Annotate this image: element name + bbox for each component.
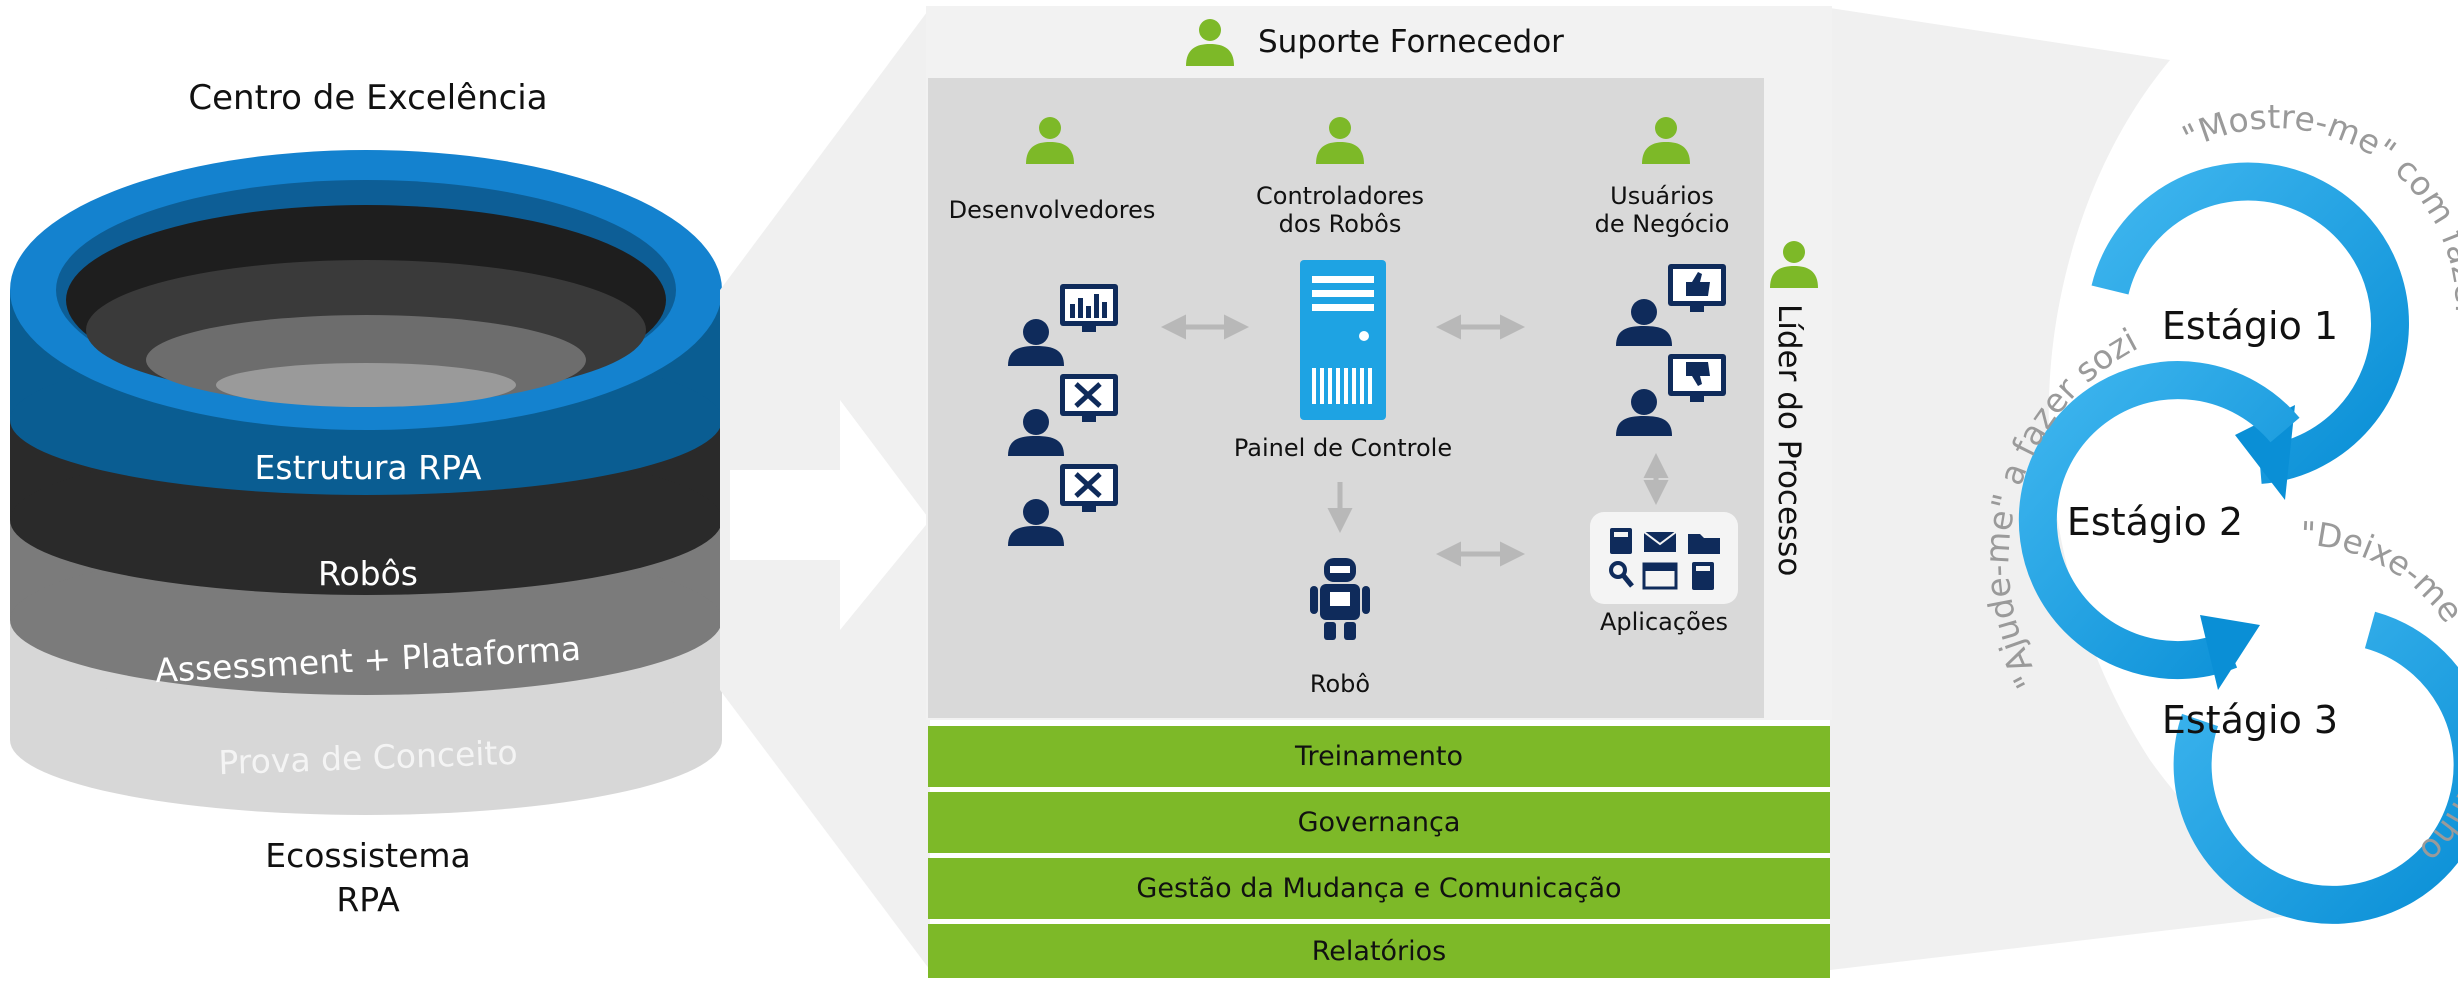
desenvolvedores-label: Desenvolvedores [948, 196, 1156, 224]
developer-tools-monitor-icon-2 [1008, 464, 1118, 546]
controladores-label-1: Controladores [1256, 182, 1424, 210]
controllers-person-icon [1316, 117, 1364, 164]
developers-icons [1008, 284, 1118, 546]
robos-label: Robôs [318, 554, 418, 593]
estagio-1-label: Estágio 1 [2161, 304, 2339, 348]
usuarios-label-1: Usuários [1610, 182, 1714, 210]
stage-3-ring [2173, 611, 2458, 924]
arc-text-left: "Ajude-me" a fazer sozinho [1900, 0, 2143, 695]
applications-icons [1609, 528, 1720, 590]
zoom-connector-right [1830, 8, 2340, 970]
user-thumbs-up-monitor-icon [1616, 264, 1726, 346]
governanca-bar: Governança [928, 792, 1830, 853]
robot-icon [1310, 558, 1370, 640]
business-users-icons [1616, 264, 1726, 436]
stack-graphic [10, 150, 722, 815]
user-thumbs-down-monitor-icon [1616, 354, 1726, 436]
robo-label: Robô [1309, 670, 1371, 698]
gestao-mudanca-bar: Gestão da Mudança e Comunicação [928, 858, 1830, 919]
search-icon [1609, 561, 1627, 579]
business-users-person-icon [1642, 117, 1690, 164]
usuarios-label-2: de Negócio [1594, 210, 1730, 238]
relatorios-bar: Relatórios [928, 924, 1830, 978]
stages-graphic: "Mostre-me" com fazer "Ajude-me" a fazer… [1900, 0, 2458, 924]
process-leader-person-icon [1770, 241, 1818, 288]
stage-2-ring [2018, 361, 2300, 690]
lider-do-processo-label: Líder do Processo [1771, 304, 1807, 577]
painel-de-controle-label: Painel de Controle [1233, 434, 1453, 462]
folder-icon [1688, 534, 1720, 554]
zoom-connector-left [720, 8, 930, 970]
estagio-3-label: Estágio 3 [2161, 698, 2339, 742]
estagio-2-label: Estágio 2 [2066, 500, 2244, 544]
rpa-label: RPA [336, 880, 400, 919]
controladores-label-2: dos Robôs [1278, 210, 1402, 238]
aplicacoes-label: Aplicações [1599, 608, 1729, 636]
supplier-person-icon [1186, 19, 1234, 66]
suporte-fornecedor-label: Suporte Fornecedor [1258, 24, 1564, 60]
developers-person-icon [1026, 117, 1074, 164]
estrutura-rpa-label: Estrutura RPA [254, 448, 482, 487]
rpa-ecosystem-stack: Centro de Excelência Estrutura RPA Robôs… [0, 0, 760, 978]
ecossistema-label: Ecossistema [265, 836, 471, 875]
centro-excelencia-label: Centro de Excelência [188, 78, 548, 118]
developer-tools-monitor-icon-1 [1008, 374, 1118, 456]
server-icon [1300, 260, 1386, 420]
treinamento-bar: Treinamento [928, 726, 1830, 787]
layer-estrutura-rpa [10, 150, 722, 495]
panel-arrows [1161, 314, 1669, 567]
developer-chart-monitor-icon [1008, 284, 1118, 366]
